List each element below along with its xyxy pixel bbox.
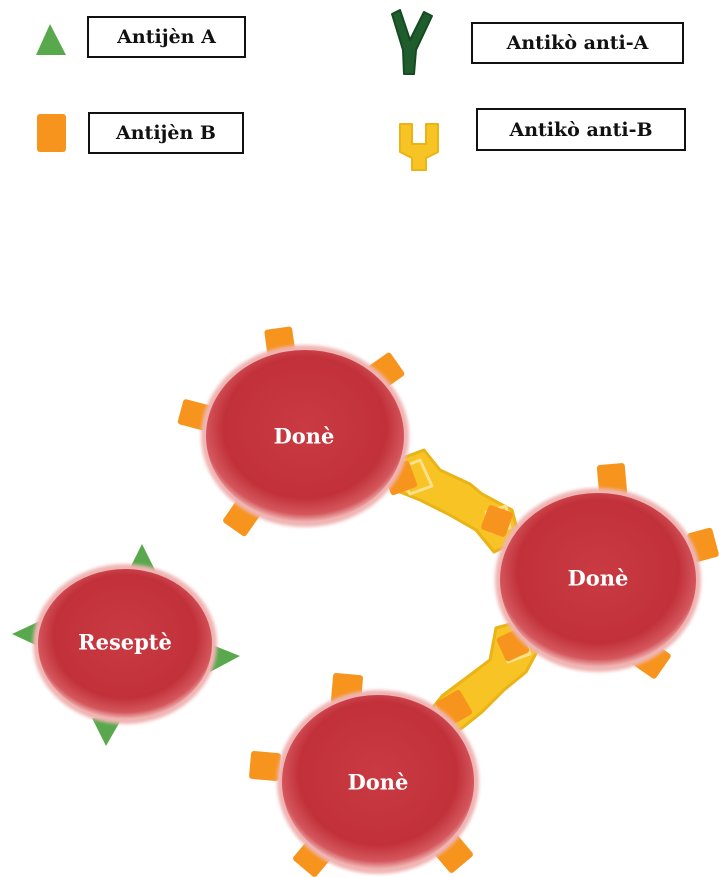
legend-antigen-b-label: Antijèn B <box>88 112 244 154</box>
legend-antigen-a-label: Antijèn A <box>87 16 246 58</box>
antibody-bridge-1 <box>390 448 522 554</box>
antigen-a-legend-icon <box>36 24 66 55</box>
donor-cell-2-label: Donè <box>568 566 629 591</box>
recipient-cell: Reseptè <box>12 544 240 746</box>
donor-cell-2: Donè <box>481 463 719 679</box>
anti-a-antibody-legend-icon <box>391 9 433 75</box>
donor-cell-1-label: Donè <box>274 424 335 449</box>
donor-cell-3-label: Donè <box>348 770 409 795</box>
donor-cell-1: Donè <box>177 326 418 537</box>
antigen-a-marker <box>210 644 240 672</box>
recipient-cell-label: Reseptè <box>78 630 172 655</box>
antigen-b-marker <box>481 505 513 537</box>
legend-anti-b-antibody-label: Antikò anti-B <box>476 108 686 151</box>
antigen-b-marker <box>249 750 281 782</box>
donor-cell-3: Donè <box>249 672 479 877</box>
antigen-b-legend-icon <box>37 114 66 152</box>
antigen-a-marker <box>92 718 122 746</box>
legend-anti-a-antibody-label: Antikò anti-A <box>471 22 684 64</box>
anti-b-antibody-legend-icon <box>399 123 439 171</box>
